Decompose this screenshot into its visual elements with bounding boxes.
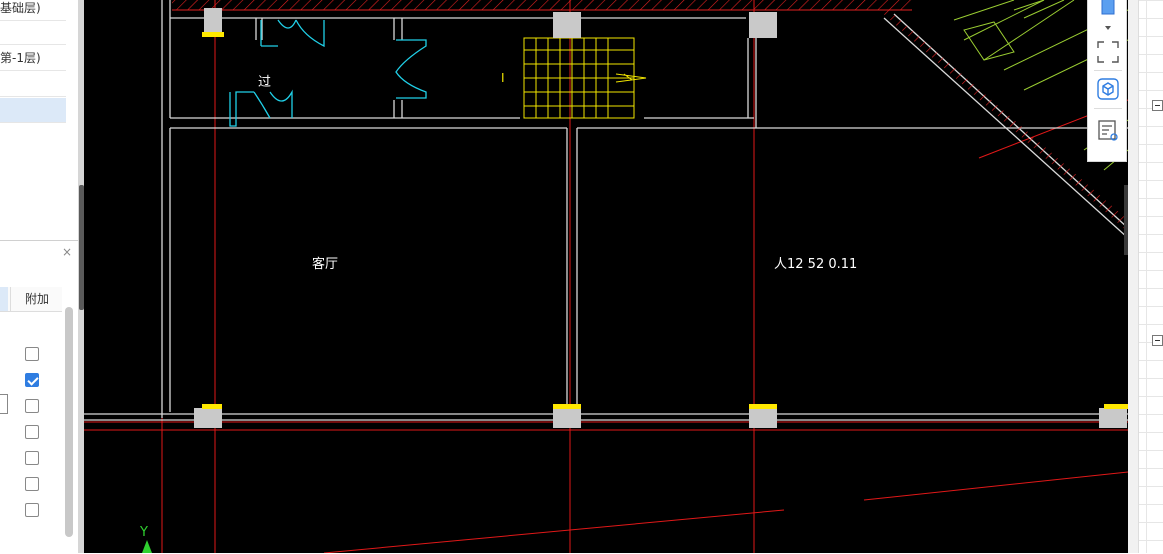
axis-line xyxy=(323,509,785,553)
axis-y-arrow xyxy=(142,540,152,553)
collapse-handle[interactable] xyxy=(1124,185,1129,255)
drawing-canvas[interactable]: 过 客厅 人12 52 0.11 I Y xyxy=(84,0,1128,553)
properties-table-header: 附加 xyxy=(0,287,62,312)
addon-checkbox[interactable] xyxy=(25,347,39,361)
terrain-line xyxy=(953,0,1128,171)
addon-checkbox[interactable] xyxy=(25,477,39,491)
addon-checkbox[interactable] xyxy=(25,451,39,465)
stair-arrow xyxy=(615,73,647,83)
stairs xyxy=(523,37,647,119)
terrain-line xyxy=(963,21,1015,61)
stair-mark: I xyxy=(501,71,505,85)
column xyxy=(749,12,777,38)
column-cap xyxy=(202,32,224,37)
floor-plan-drawing: 过 客厅 人12 52 0.11 I Y xyxy=(84,0,1128,553)
view-toolbar xyxy=(1087,0,1127,162)
column-cap xyxy=(749,404,777,409)
columns xyxy=(194,8,1128,428)
view-settings-icon[interactable] xyxy=(1096,118,1120,142)
terrain-lines xyxy=(953,0,1128,171)
toolbar-divider xyxy=(1094,70,1122,71)
addon-checkbox[interactable] xyxy=(25,503,39,517)
floor-item-level-minus-1[interactable]: 第-1层) xyxy=(0,46,66,71)
floor-item-selected[interactable] xyxy=(0,98,66,123)
room-label: 人12 52 0.11 xyxy=(774,257,857,272)
chevron-down-icon[interactable] xyxy=(1096,22,1120,36)
column xyxy=(553,408,581,428)
floor-item-basement[interactable]: 基础层) xyxy=(0,0,66,21)
toolbar-divider xyxy=(1094,108,1122,109)
addon-checkbox[interactable] xyxy=(25,425,39,439)
column-cap xyxy=(202,404,222,409)
floor-item-label: 第-1层) xyxy=(0,51,41,65)
room-label: 客厅 xyxy=(312,256,338,272)
addon-checkbox-checked[interactable] xyxy=(25,373,39,387)
axis-line xyxy=(863,471,1128,501)
column-header-addon[interactable]: 附加 xyxy=(10,287,63,311)
column xyxy=(553,12,581,38)
axis-y-label: Y xyxy=(139,525,148,540)
floor-item[interactable] xyxy=(0,20,66,45)
walls xyxy=(84,0,1128,421)
properties-panel: × 附加 xyxy=(0,240,78,554)
column xyxy=(1099,408,1127,428)
cube-view-icon[interactable] xyxy=(1096,0,1120,20)
property-value-cell[interactable] xyxy=(0,394,8,414)
room-label: 过 xyxy=(258,75,271,90)
close-icon[interactable]: × xyxy=(62,245,73,259)
collapse-handle[interactable] xyxy=(79,185,84,310)
collapse-icon[interactable] xyxy=(1152,100,1163,111)
wall-line xyxy=(883,17,1128,239)
door-swing xyxy=(395,39,427,99)
column-cap xyxy=(1104,404,1128,409)
column xyxy=(194,408,222,428)
door-swing xyxy=(229,89,293,127)
column-header-selected[interactable] xyxy=(0,287,8,311)
collapse-icon[interactable] xyxy=(1152,335,1163,346)
door-swing xyxy=(260,19,325,48)
fullscreen-icon[interactable] xyxy=(1096,40,1120,64)
right-panel-strip xyxy=(1128,0,1139,553)
hatched-wall xyxy=(172,0,912,10)
3d-box-icon[interactable] xyxy=(1096,77,1120,101)
axis-indicator: Y xyxy=(139,525,152,553)
floor-item-label: 基础层) xyxy=(0,1,41,15)
terrain-line xyxy=(1013,0,1065,19)
addon-checkbox[interactable] xyxy=(25,399,39,413)
hatched-diagonal-wall xyxy=(879,10,1128,232)
doors xyxy=(229,19,427,127)
column-cap xyxy=(553,404,581,409)
floor-item[interactable] xyxy=(0,72,66,97)
column xyxy=(749,408,777,428)
scrollbar[interactable] xyxy=(65,307,73,537)
column xyxy=(204,8,222,34)
left-panel: 基础层) 第-1层) × 附加 xyxy=(0,0,78,554)
